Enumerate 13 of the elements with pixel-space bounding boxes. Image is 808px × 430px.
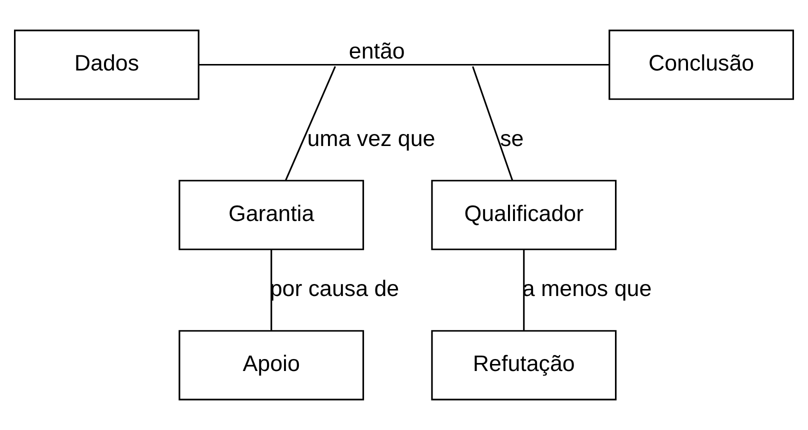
node-box: Qualificador <box>431 180 617 250</box>
edge-label: uma vez que <box>307 126 436 151</box>
node-box: Conclusão <box>608 30 794 100</box>
node-box: Refutação <box>431 330 617 400</box>
edge-label: se <box>500 126 524 151</box>
node-box: Apoio <box>178 330 364 400</box>
connector <box>270 250 272 330</box>
node-box: Garantia <box>178 180 364 250</box>
node-box: Dados <box>14 30 200 100</box>
connector <box>199 64 610 66</box>
connector <box>285 66 336 181</box>
connector <box>472 66 514 180</box>
edge-label: então <box>348 38 405 64</box>
